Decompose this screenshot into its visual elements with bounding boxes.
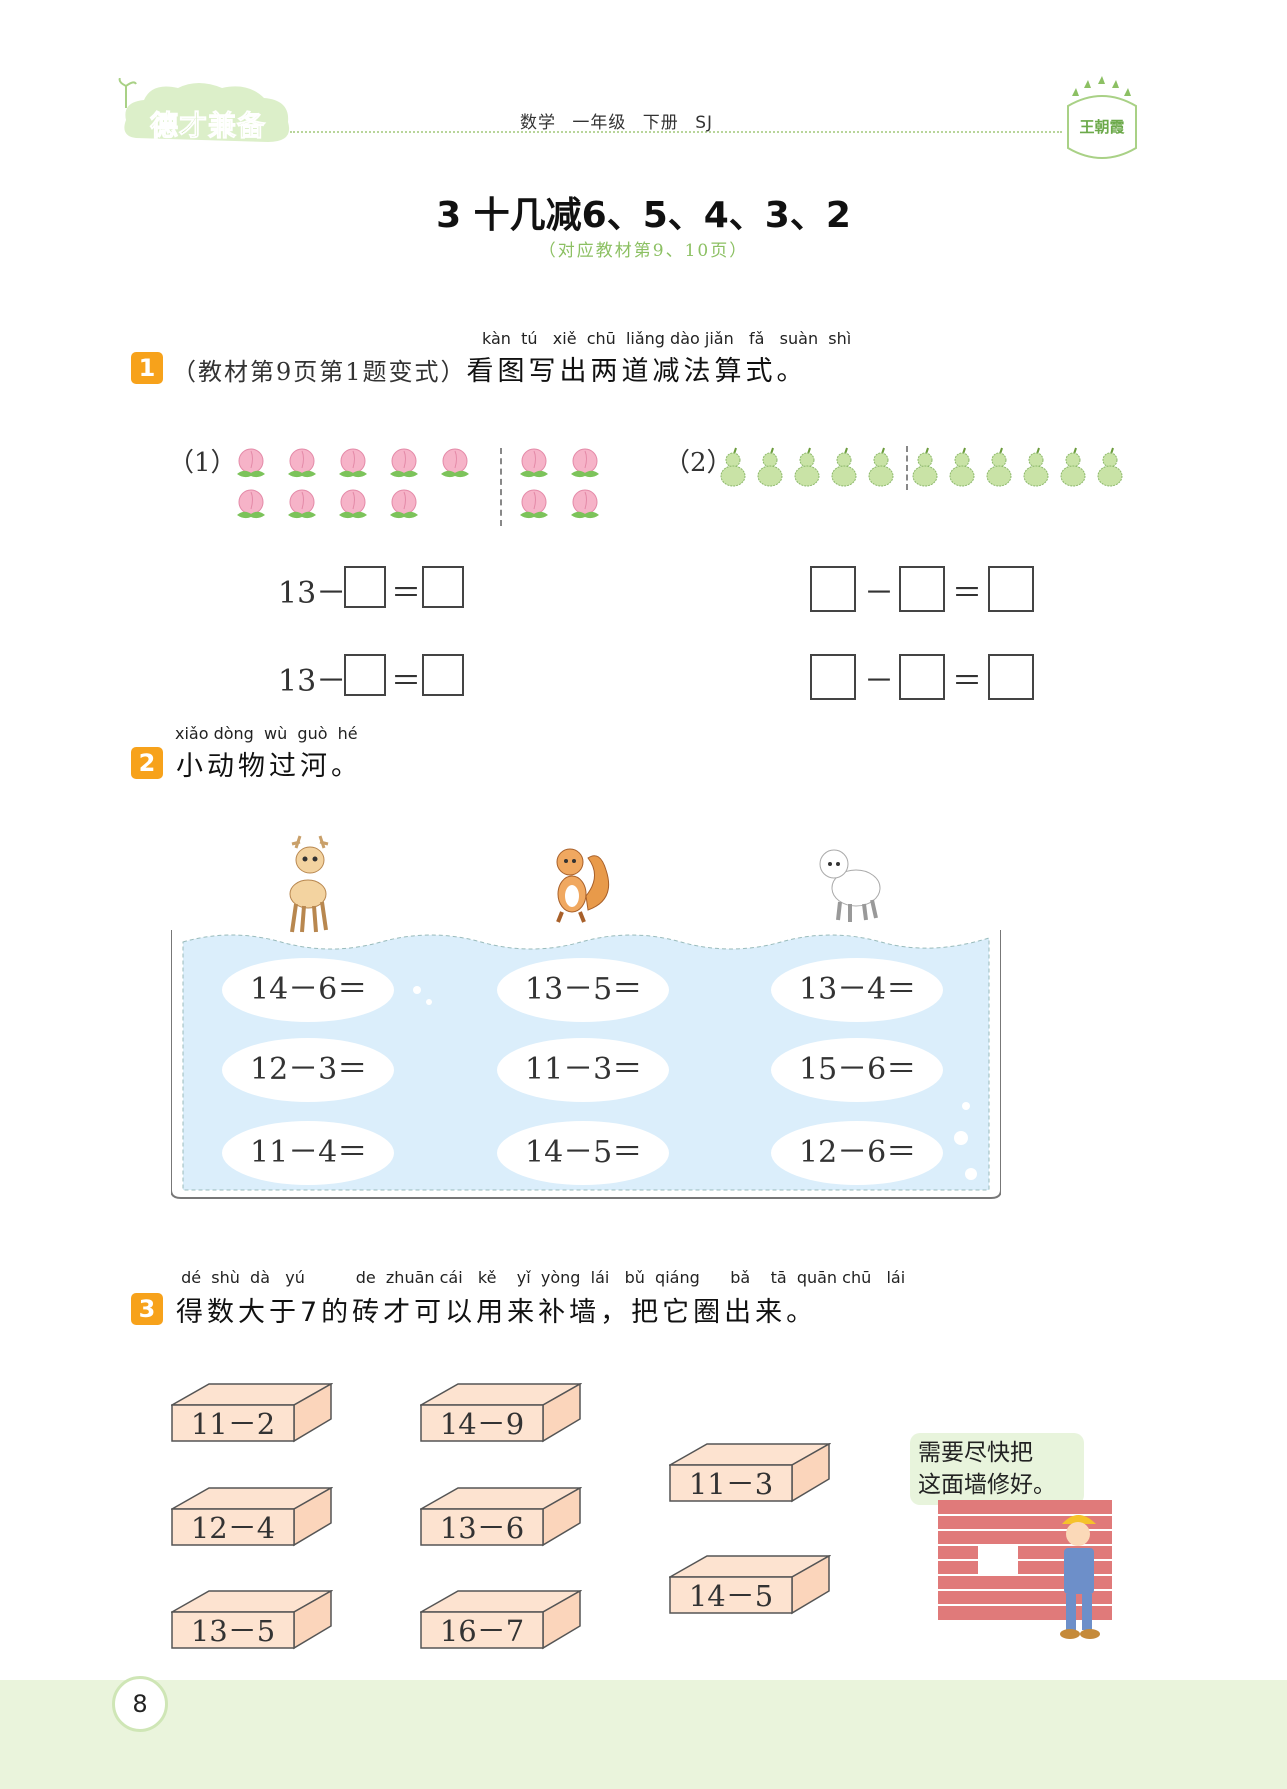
brick-label: 11－2 (190, 1407, 276, 1441)
logo-cloud (118, 78, 290, 142)
peach-icon (234, 446, 268, 484)
equation-1b-prefix: 13－ (278, 664, 347, 699)
gourd-icon (829, 446, 859, 492)
peach-icon (387, 487, 421, 525)
gourd-icon (792, 446, 822, 492)
q1-part1-label: （1） (168, 448, 237, 478)
answer-box[interactable] (810, 566, 856, 612)
gourd-divider (906, 446, 908, 490)
svg-text:王朝霞: 王朝霞 (1079, 118, 1125, 136)
minus-sign: － (864, 576, 894, 611)
header-divider (290, 131, 1062, 133)
answer-box[interactable] (988, 566, 1034, 612)
peach-icon (568, 487, 602, 525)
subtraction-problem[interactable]: 11－4＝ (222, 1121, 394, 1185)
q1-pinyin: kàn tú xiě chū liǎng dào jiǎn fǎ suàn sh… (482, 329, 852, 348)
peach-icon (517, 487, 551, 525)
subtraction-problem[interactable]: 12－3＝ (222, 1038, 394, 1102)
peach-icon (568, 446, 602, 484)
peach-icon (438, 446, 472, 484)
brick-label: 12－4 (190, 1511, 276, 1545)
answer-box[interactable] (422, 654, 464, 696)
answer-box[interactable] (988, 654, 1034, 700)
q3-text: 得数大于7的砖才可以用来补墙，把它圈出来。 (176, 1297, 818, 1328)
page-number: 8 (112, 1676, 168, 1732)
brick[interactable]: 11－2 (171, 1383, 333, 1443)
speech-bubble: 需要尽快把 这面墙修好。 (910, 1433, 1084, 1505)
sheep-icon (819, 849, 881, 922)
q1-text: 看图写出两道减法算式。 (466, 356, 808, 387)
brick-label: 14－9 (439, 1407, 525, 1441)
page-subtitle: （对应教材第9、10页） (538, 241, 749, 261)
equation-1a-prefix: 13－ (278, 576, 347, 611)
seal-logo: 王朝霞 (1067, 76, 1137, 159)
q2-text: 小动物过河。 (176, 751, 362, 782)
speech-line-1: 需要尽快把 (918, 1440, 1033, 1466)
answer-box[interactable] (422, 566, 464, 608)
peach-icon (517, 446, 551, 484)
q2-pinyin: xiǎo dòng wù guò hé (175, 724, 358, 743)
answer-box[interactable] (810, 654, 856, 700)
gourd-icon (984, 446, 1014, 492)
q1-question: （教材第9页第1题变式）看图写出两道减法算式。 (172, 349, 808, 388)
answer-box[interactable] (344, 654, 386, 696)
q3-badge: 3 (131, 1293, 163, 1325)
equals-sign: ＝ (952, 576, 982, 611)
equals-sign: ＝ (952, 664, 982, 699)
brick[interactable]: 11－3 (669, 1443, 831, 1503)
gourd-icon (1095, 446, 1125, 492)
brick[interactable]: 16－7 (420, 1590, 582, 1650)
peach-icon (234, 487, 268, 525)
brick-label: 16－7 (439, 1614, 525, 1648)
gourd-icon (910, 446, 940, 492)
brick-label: 13－5 (190, 1614, 276, 1648)
brick[interactable]: 12－4 (171, 1487, 333, 1547)
q1-note: （教材第9页第1题变式） (172, 358, 467, 386)
minus-sign: － (864, 664, 894, 699)
gourd-icon (1021, 446, 1051, 492)
q1-badge: 1 (131, 352, 163, 384)
equals-sign: ＝ (391, 664, 421, 699)
gourd-icon (947, 446, 977, 492)
brick-label: 14－5 (688, 1579, 774, 1613)
answer-box[interactable] (899, 566, 945, 612)
peach-icon (285, 446, 319, 484)
header-info: 数学 一年级 下册 SJ (520, 113, 714, 133)
subtraction-problem[interactable]: 13－4＝ (771, 958, 943, 1022)
footer-band (0, 1680, 1287, 1789)
subtraction-problem[interactable]: 11－3＝ (497, 1038, 669, 1102)
logo-text: 德才兼备 (149, 109, 267, 143)
answer-box[interactable] (899, 654, 945, 700)
equals-sign: ＝ (391, 576, 421, 611)
brick-label: 11－3 (688, 1467, 774, 1501)
peach-icon (336, 487, 370, 525)
subtraction-problem[interactable]: 12－6＝ (771, 1121, 943, 1185)
brick[interactable]: 14－9 (420, 1383, 582, 1443)
peach-icon (387, 446, 421, 484)
gourd-icon (866, 446, 896, 492)
gourd-icon (1058, 446, 1088, 492)
peach-icon (336, 446, 370, 484)
gourd-icon (718, 446, 748, 492)
gourd-icon (755, 446, 785, 492)
peach-divider (500, 448, 502, 526)
squirrel-icon (556, 848, 610, 923)
brick[interactable]: 13－6 (420, 1487, 582, 1547)
brick[interactable]: 14－5 (669, 1555, 831, 1615)
subtraction-problem[interactable]: 13－5＝ (497, 958, 669, 1022)
deer-icon (289, 835, 329, 933)
subtraction-problem[interactable]: 14－6＝ (222, 958, 394, 1022)
peach-icon (285, 487, 319, 525)
subtraction-problem[interactable]: 14－5＝ (497, 1121, 669, 1185)
q2-badge: 2 (131, 747, 163, 779)
brick-label: 13－6 (439, 1511, 525, 1545)
brick-wall-worker-illustration (938, 1500, 1112, 1639)
subtraction-problem[interactable]: 15－6＝ (771, 1038, 943, 1102)
brick[interactable]: 13－5 (171, 1590, 333, 1650)
q3-pinyin: dé shù dà yú de zhuān cái kě yǐ yòng lái… (176, 1268, 906, 1287)
speech-line-2: 这面墙修好。 (918, 1472, 1056, 1498)
page-title: 3 十几减6、5、4、3、2 (436, 195, 851, 236)
answer-box[interactable] (344, 566, 386, 608)
